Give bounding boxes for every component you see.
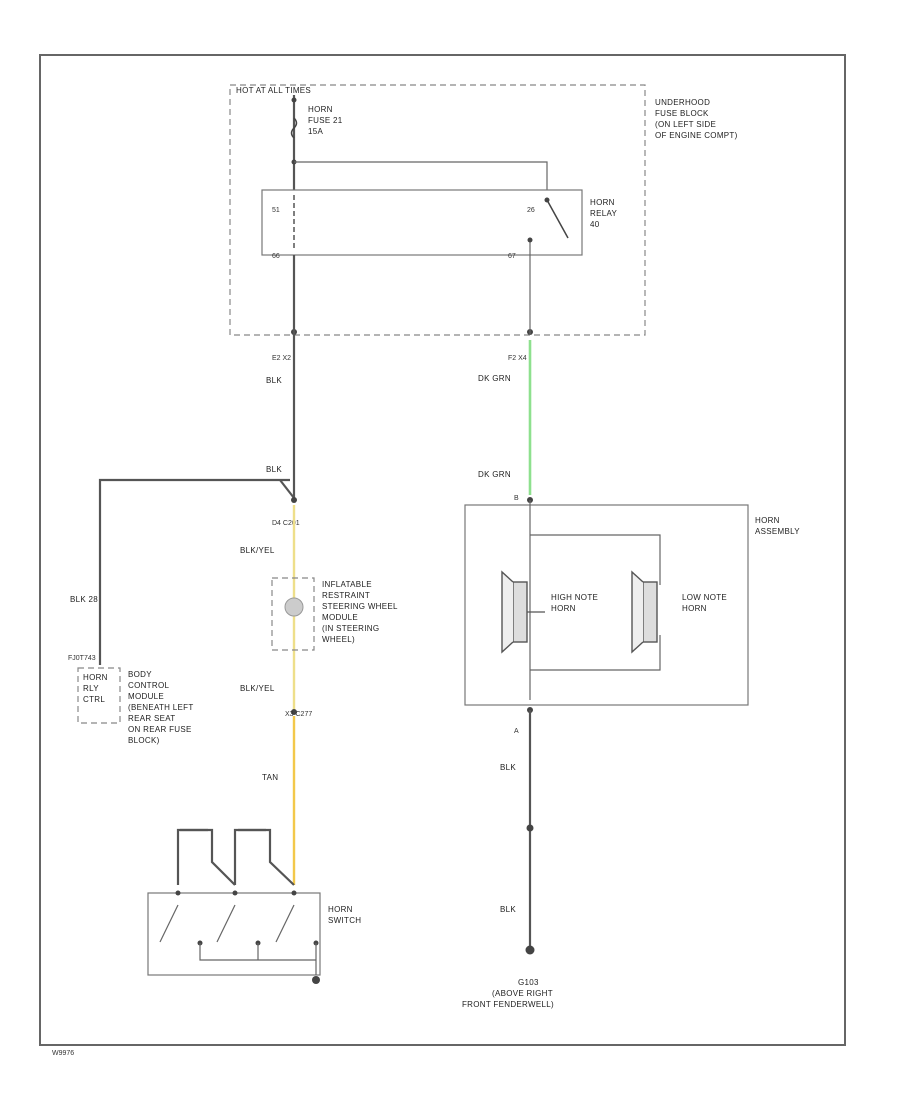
svg-text:CONTROL: CONTROL bbox=[128, 681, 169, 690]
wire-dk-grn-label-2: DK GRN bbox=[478, 470, 511, 479]
wire-blk-yel-label-2: BLK/YEL bbox=[240, 684, 275, 693]
svg-text:(ON LEFT SIDE: (ON LEFT SIDE bbox=[655, 120, 716, 129]
svg-text:HORN: HORN bbox=[551, 604, 576, 613]
horn-assembly-pin-a: A bbox=[514, 728, 519, 735]
svg-text:FUSE BLOCK: FUSE BLOCK bbox=[655, 109, 709, 118]
svg-text:G103: G103 bbox=[518, 978, 539, 987]
svg-text:HORN: HORN bbox=[328, 905, 353, 914]
connector-e2-x2: E2 X2 bbox=[272, 355, 291, 362]
svg-text:RLY: RLY bbox=[83, 684, 99, 693]
horn-assembly-pin-b: B bbox=[514, 495, 519, 502]
high-note-horn-icon bbox=[501, 570, 545, 654]
connector-c277: X3 C277 bbox=[285, 711, 312, 718]
svg-text:OF ENGINE COMPT): OF ENGINE COMPT) bbox=[655, 131, 738, 140]
svg-text:15A: 15A bbox=[308, 127, 323, 136]
svg-text:BODY: BODY bbox=[128, 670, 152, 679]
relay-switch-contact bbox=[546, 199, 569, 239]
svg-text:SWITCH: SWITCH bbox=[328, 916, 361, 925]
svg-text:(ABOVE RIGHT: (ABOVE RIGHT bbox=[492, 989, 553, 998]
svg-text:WHEEL): WHEEL) bbox=[322, 635, 355, 644]
figure-code: W9976 bbox=[52, 1050, 74, 1057]
svg-text:CTRL: CTRL bbox=[83, 695, 105, 704]
svg-text:40: 40 bbox=[590, 220, 600, 229]
wire-blk-label-3: BLK bbox=[500, 763, 516, 772]
wire-blk-label-1: BLK bbox=[266, 376, 282, 385]
hot-at-all-times-label: HOT AT ALL TIMES bbox=[236, 86, 311, 95]
svg-text:RESTRAINT: RESTRAINT bbox=[322, 591, 370, 600]
svg-text:MODULE: MODULE bbox=[128, 692, 164, 701]
diagram-frame bbox=[39, 54, 846, 1046]
svg-text:LOW NOTE: LOW NOTE bbox=[682, 593, 727, 602]
svg-text:(IN STEERING: (IN STEERING bbox=[322, 624, 379, 633]
svg-text:HORN: HORN bbox=[590, 198, 615, 207]
wire-dk-grn-label-1: DK GRN bbox=[478, 374, 511, 383]
bcm-connector-label: FJ0T743 bbox=[68, 655, 96, 662]
relay-pin-51: 51 bbox=[272, 207, 280, 214]
clockspring-coil bbox=[284, 597, 304, 617]
wire-blk-yel-label-1: BLK/YEL bbox=[240, 546, 275, 555]
inflatable-restraint-module bbox=[271, 577, 315, 651]
svg-text:FUSE 21: FUSE 21 bbox=[308, 116, 343, 125]
horn-switch-label: HORN SWITCH bbox=[328, 905, 361, 925]
horn-rly-ctrl-label: HORN RLY CTRL bbox=[83, 673, 108, 704]
horn-assembly-label: HORN ASSEMBLY bbox=[755, 516, 800, 536]
low-note-horn-icon bbox=[631, 570, 658, 654]
horn-fuse-symbol bbox=[290, 117, 298, 139]
svg-text:HORN: HORN bbox=[308, 105, 333, 114]
body-control-module-box bbox=[77, 667, 121, 724]
svg-text:BLOCK): BLOCK) bbox=[128, 736, 160, 745]
svg-text:HORN: HORN bbox=[755, 516, 780, 525]
horn-relay-label: HORN RELAY 40 bbox=[590, 198, 618, 229]
underhood-fuse-block-outline bbox=[229, 84, 646, 336]
wire-tan-label: TAN bbox=[262, 773, 278, 782]
svg-text:INFLATABLE: INFLATABLE bbox=[322, 580, 372, 589]
connector-f2-x4: F2 X4 bbox=[508, 355, 527, 362]
inflatable-restraint-label: INFLATABLE RESTRAINT STEERING WHEEL MODU… bbox=[322, 580, 398, 644]
horn-switch-contacts bbox=[159, 890, 320, 984]
svg-text:STEERING WHEEL: STEERING WHEEL bbox=[322, 602, 398, 611]
relay-pin-67: 67 bbox=[508, 253, 516, 260]
svg-text:HORN: HORN bbox=[83, 673, 108, 682]
svg-text:REAR SEAT: REAR SEAT bbox=[128, 714, 175, 723]
horn-fuse-label: HORN FUSE 21 15A bbox=[308, 105, 343, 136]
connector-c201: D4 C201 bbox=[272, 520, 300, 527]
underhood-fuse-block-label: UNDERHOOD FUSE BLOCK (ON LEFT SIDE OF EN… bbox=[655, 98, 738, 140]
svg-text:UNDERHOOD: UNDERHOOD bbox=[655, 98, 710, 107]
ground-g103-symbol bbox=[525, 945, 535, 955]
svg-text:HIGH NOTE: HIGH NOTE bbox=[551, 593, 598, 602]
svg-text:FRONT FENDERWELL): FRONT FENDERWELL) bbox=[462, 1000, 554, 1009]
wire-blk-label-4: BLK bbox=[500, 905, 516, 914]
body-control-module-label: BODY CONTROL MODULE (BENEATH LEFT REAR S… bbox=[128, 670, 194, 745]
relay-pin-66: 66 bbox=[272, 253, 280, 260]
horn-relay-box bbox=[261, 189, 583, 256]
svg-text:ON REAR FUSE: ON REAR FUSE bbox=[128, 725, 192, 734]
wire-blk-label-2: BLK bbox=[266, 465, 282, 474]
svg-text:RELAY: RELAY bbox=[590, 209, 618, 218]
svg-text:MODULE: MODULE bbox=[322, 613, 358, 622]
wire-blk-28-label: BLK 28 bbox=[70, 595, 98, 604]
svg-text:HORN: HORN bbox=[682, 604, 707, 613]
high-note-horn-label: HIGH NOTE HORN bbox=[551, 593, 598, 613]
ground-g103-label: G103 (ABOVE RIGHT FRONT FENDERWELL) bbox=[462, 978, 554, 1009]
svg-text:(BENEATH LEFT: (BENEATH LEFT bbox=[128, 703, 194, 712]
horn-assembly-box bbox=[464, 504, 749, 706]
svg-text:ASSEMBLY: ASSEMBLY bbox=[755, 527, 800, 536]
wire-blk-28 bbox=[98, 478, 290, 665]
relay-pin-26: 26 bbox=[527, 207, 535, 214]
low-note-horn-label: LOW NOTE HORN bbox=[682, 593, 727, 613]
